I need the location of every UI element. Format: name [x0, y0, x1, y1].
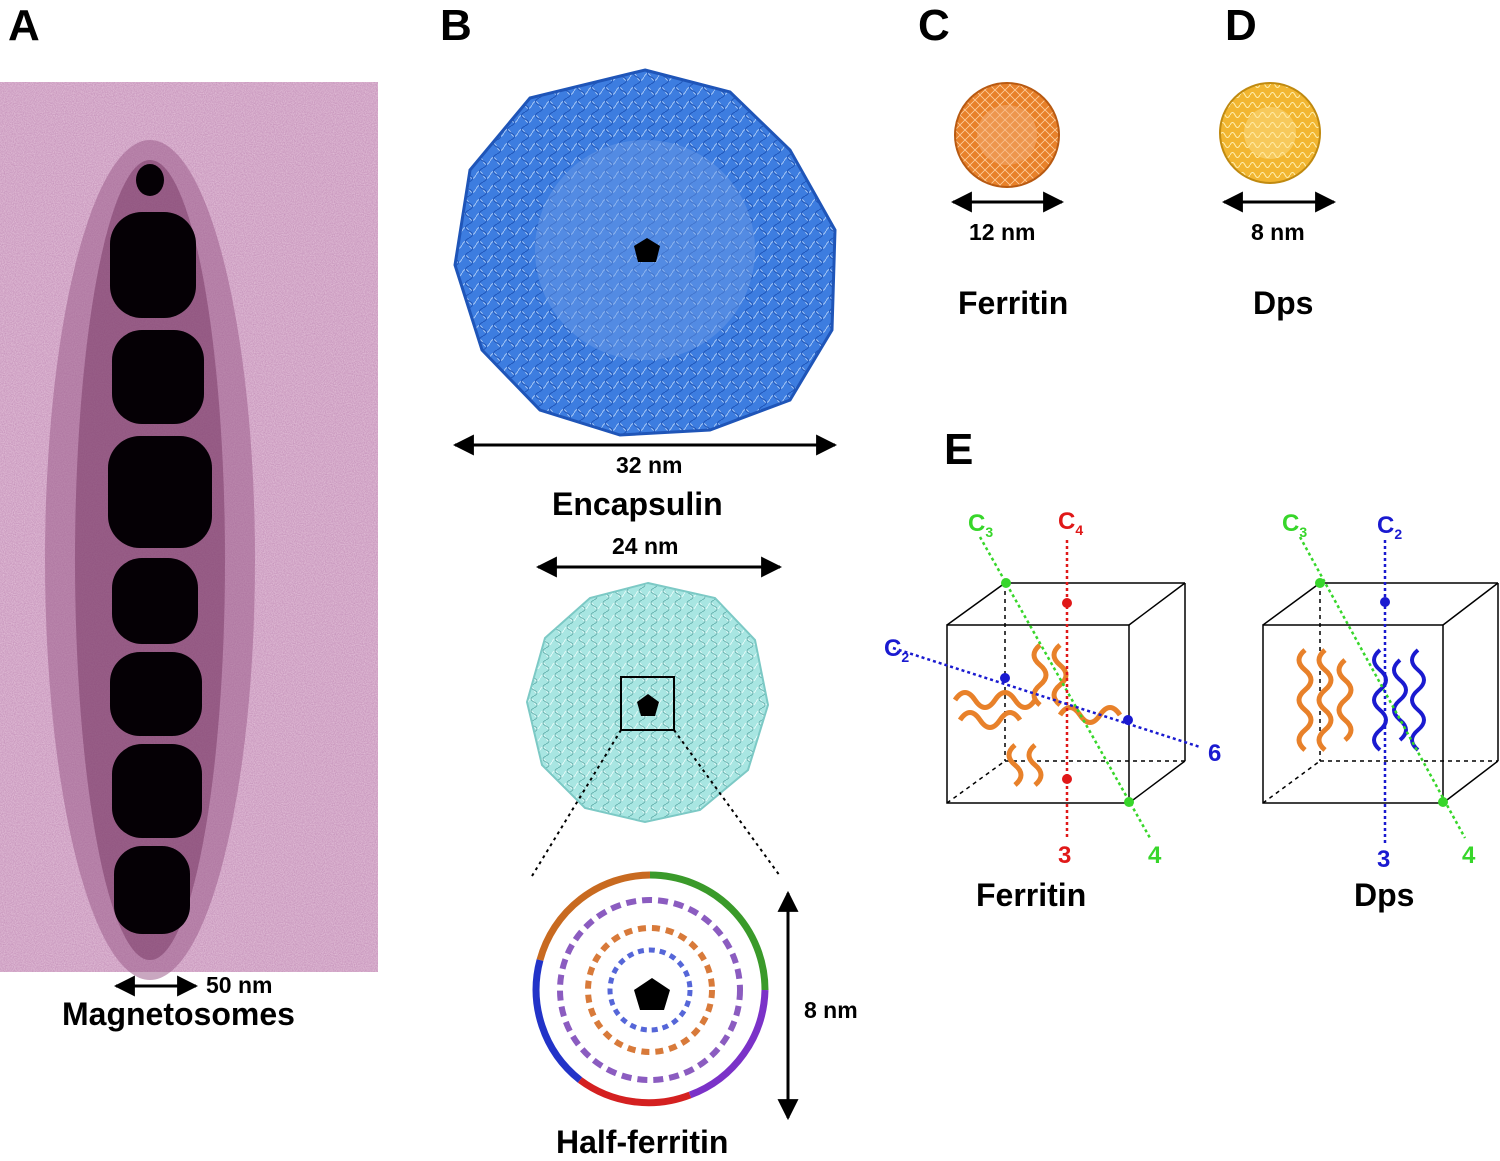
ferritin-axis-6-label: 6: [1208, 740, 1222, 767]
label-half-ferritin: Half-ferritin: [556, 1124, 729, 1160]
ferritin-axis-c2-label: C2: [884, 635, 910, 665]
label-dps-d: Dps: [1253, 285, 1314, 321]
scale-label-half-8nm: 8 nm: [804, 997, 858, 1023]
magnetosome-micrograph: [0, 82, 378, 980]
panel-letter-d: D: [1225, 1, 1257, 50]
panel-letter-e: E: [944, 425, 974, 474]
ferritin-12nm-structure: [954, 82, 1060, 188]
ferritin-axis-c3-label: C3: [968, 510, 994, 540]
ferritin-axis-3-label: 3: [1058, 842, 1072, 869]
panel-letter-b: B: [440, 1, 472, 50]
scale-label-50nm: 50 nm: [206, 972, 273, 998]
scale-label-24nm: 24 nm: [612, 533, 679, 559]
ferritin-symmetry-cube: [892, 536, 1201, 839]
zoom-guide-right: [673, 729, 781, 877]
ferritin-axis-c4-label: C4: [1058, 508, 1084, 538]
label-dps-e: Dps: [1354, 877, 1415, 913]
ferritin-axis-4-label: 4: [1148, 842, 1162, 869]
zoom-guide-left: [531, 729, 622, 877]
panel-letter-a: A: [8, 1, 40, 50]
dps-axis-c2-label: C2: [1377, 512, 1403, 542]
label-encapsulin: Encapsulin: [552, 486, 723, 522]
dps-8nm-structure: [1219, 82, 1321, 184]
label-ferritin-c: Ferritin: [958, 285, 1069, 321]
encapsulin-structure: [453, 68, 837, 437]
scale-label-12nm: 12 nm: [969, 219, 1036, 245]
half-ferritin-structure: [532, 871, 769, 1107]
panel-letter-c: C: [918, 1, 950, 50]
label-ferritin-e: Ferritin: [976, 877, 1087, 913]
dps-axis-3-label: 3: [1377, 846, 1391, 873]
dps-symmetry-cube: [1262, 536, 1499, 845]
scale-label-8nm: 8 nm: [1251, 219, 1305, 245]
scale-label-32nm: 32 nm: [616, 452, 683, 478]
dps-axis-4-label: 4: [1462, 842, 1476, 869]
ferritin-24mer-structure: [525, 581, 770, 824]
label-magnetosomes: Magnetosomes: [62, 996, 295, 1032]
dps-axis-c3-label: C3: [1282, 510, 1308, 540]
